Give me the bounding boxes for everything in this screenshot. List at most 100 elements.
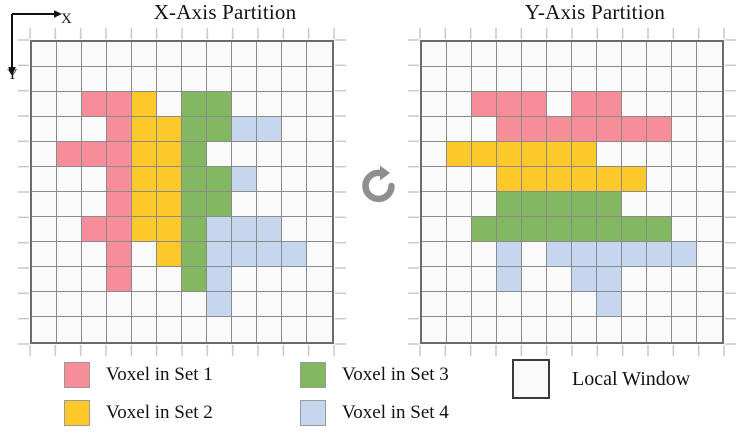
voxel-cell-set-2 (132, 117, 157, 142)
grid-cell-empty (282, 142, 307, 167)
grid-cell-empty (622, 267, 647, 292)
grid-cell-empty (522, 67, 547, 92)
voxel-cell-set-2 (132, 92, 157, 117)
voxel-cell-set-4 (207, 267, 232, 292)
grid-cell-empty (232, 317, 257, 342)
grid-cell-empty (647, 167, 672, 192)
grid-cell-empty (647, 142, 672, 167)
voxel-cell-set-2 (447, 142, 472, 167)
grid-cell-empty (697, 217, 722, 242)
grid-cell-empty (82, 67, 107, 92)
voxel-cell-set-4 (497, 242, 522, 267)
grid-cell-empty (497, 42, 522, 67)
grid-cell-empty (32, 192, 57, 217)
clockwise-rotation-icon (352, 158, 408, 214)
grid-cell-empty (697, 292, 722, 317)
legend-swatch-set-2 (64, 400, 90, 426)
grid-cell-empty (447, 217, 472, 242)
voxel-cell-set-1 (107, 117, 132, 142)
voxel-cell-set-2 (497, 167, 522, 192)
grid-cell-empty (422, 167, 447, 192)
legend-item-set-3: Voxel in Set 3 (300, 362, 449, 388)
voxel-cell-set-2 (597, 167, 622, 192)
voxel-cell-set-4 (257, 117, 282, 142)
grid-cell-empty (697, 167, 722, 192)
grid-cell-empty (672, 42, 697, 67)
grid-cell-empty (422, 267, 447, 292)
grid-cell-empty (447, 192, 472, 217)
voxel-cell-set-1 (572, 92, 597, 117)
grid-cell-empty (257, 317, 282, 342)
voxel-cell-set-3 (207, 92, 232, 117)
panel-title-x-axis: X-Axis Partition (153, 0, 297, 24)
grid-cell-empty (307, 142, 332, 167)
voxel-cell-set-1 (107, 92, 132, 117)
voxel-cell-set-3 (622, 217, 647, 242)
voxel-cell-set-3 (597, 192, 622, 217)
grid-cell-empty (132, 42, 157, 67)
voxel-cell-set-4 (597, 267, 622, 292)
grid-cell-empty (422, 67, 447, 92)
grid-cell-empty (157, 317, 182, 342)
voxel-cell-set-3 (182, 92, 207, 117)
grid-cell-empty (472, 67, 497, 92)
grid-cell-empty (132, 242, 157, 267)
grid-cell-empty (307, 292, 332, 317)
voxel-cell-set-3 (497, 192, 522, 217)
voxel-cell-set-3 (522, 192, 547, 217)
voxel-cell-set-4 (207, 242, 232, 267)
grid-cell-empty (182, 292, 207, 317)
voxel-cell-set-3 (572, 192, 597, 217)
legend-swatch-set-1 (64, 362, 90, 388)
voxel-cell-set-1 (107, 192, 132, 217)
voxel-cell-set-3 (207, 192, 232, 217)
grid-cell-empty (32, 67, 57, 92)
grid-cell-empty (157, 67, 182, 92)
voxel-cell-set-1 (597, 92, 622, 117)
grid-cell-empty (132, 267, 157, 292)
grid-cell-empty (207, 142, 232, 167)
voxel-cell-set-2 (497, 142, 522, 167)
grid-cell-empty (672, 317, 697, 342)
voxel-cell-set-2 (132, 167, 157, 192)
grid-cell-empty (447, 167, 472, 192)
voxel-cell-set-4 (207, 217, 232, 242)
voxel-cell-set-4 (572, 267, 597, 292)
grid-cell-empty (672, 267, 697, 292)
grid-cell-empty (472, 292, 497, 317)
grid-cell-empty (447, 42, 472, 67)
voxel-cell-set-2 (157, 142, 182, 167)
voxel-cell-set-4 (572, 242, 597, 267)
grid-cell-empty (622, 92, 647, 117)
voxel-cell-set-3 (182, 192, 207, 217)
voxel-cell-set-2 (132, 217, 157, 242)
grid-cell-empty (472, 192, 497, 217)
voxel-cell-set-1 (622, 117, 647, 142)
grid-cell-empty (57, 192, 82, 217)
grid-cell-empty (597, 142, 622, 167)
grid-cell-empty (622, 42, 647, 67)
grid-cell-empty (422, 92, 447, 117)
grid-cell-empty (32, 92, 57, 117)
voxel-cell-set-1 (107, 217, 132, 242)
grid-cell-empty (622, 192, 647, 217)
grid-cell-empty (472, 167, 497, 192)
voxel-cell-set-2 (157, 242, 182, 267)
grid-cell-empty (647, 292, 672, 317)
grid-cell-empty (157, 92, 182, 117)
grid-cell-empty (207, 42, 232, 67)
grid-cell-empty (107, 42, 132, 67)
grid-cell-empty (282, 292, 307, 317)
grid-cell-empty (32, 217, 57, 242)
grid-cell-empty (232, 292, 257, 317)
grid-cell-empty (307, 67, 332, 92)
legend-item-local-window: Local Window (512, 359, 690, 399)
grid-cell-empty (232, 267, 257, 292)
grid-cell-empty (82, 192, 107, 217)
grid-cell-empty (422, 217, 447, 242)
grid-cell-empty (107, 67, 132, 92)
grid-cell-empty (647, 42, 672, 67)
voxel-cell-set-4 (647, 242, 672, 267)
legend-label-set-2: Voxel in Set 2 (106, 402, 213, 423)
voxel-cell-set-4 (232, 167, 257, 192)
